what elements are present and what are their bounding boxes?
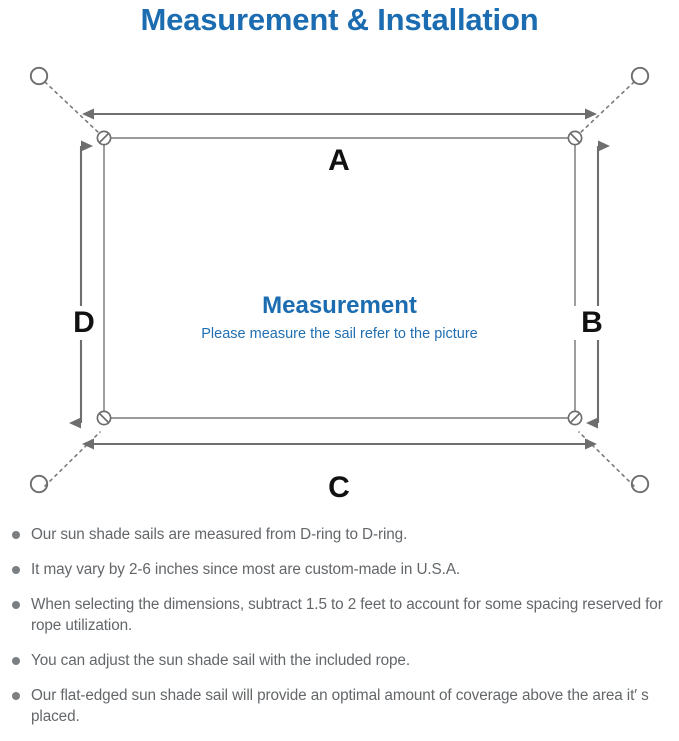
bullet-icon bbox=[12, 566, 20, 574]
list-item: Our sun shade sails are measured from D-… bbox=[0, 524, 679, 545]
bullet-icon bbox=[12, 601, 20, 609]
note-text: Our sun shade sails are measured from D-… bbox=[31, 526, 408, 543]
sail-measurement-diagram: A C D B Measurement Please measure the s… bbox=[0, 48, 679, 518]
notes-list: Our sun shade sails are measured from D-… bbox=[0, 524, 679, 741]
note-text: It may vary by 2-6 inches since most are… bbox=[31, 561, 461, 578]
dimension-label-c: C bbox=[320, 471, 358, 505]
sail-body bbox=[103, 137, 576, 419]
bullet-icon bbox=[12, 657, 20, 665]
anchor-ring-top-right-icon bbox=[630, 66, 650, 86]
anchor-ring-bottom-left-icon bbox=[29, 474, 49, 494]
page-title: Measurement & Installation bbox=[140, 2, 539, 37]
dimension-label-b: B bbox=[574, 306, 610, 340]
list-item: It may vary by 2-6 inches since most are… bbox=[0, 559, 679, 580]
rope-line-bottom-right bbox=[578, 431, 635, 487]
anchor-ring-bottom-right-icon bbox=[630, 474, 650, 494]
note-text: Our flat-edged sun shade sail will provi… bbox=[31, 687, 649, 725]
dimension-label-a: A bbox=[320, 144, 358, 178]
note-text: You can adjust the sun shade sail with t… bbox=[31, 652, 410, 669]
measurement-subheading: Please measure the sail refer to the pic… bbox=[201, 326, 478, 342]
list-item: Our flat-edged sun shade sail will provi… bbox=[0, 685, 679, 727]
bullet-icon bbox=[12, 531, 20, 539]
list-item: You can adjust the sun shade sail with t… bbox=[0, 650, 679, 671]
rope-line-top-right bbox=[578, 81, 635, 135]
dimension-label-d: D bbox=[66, 306, 102, 340]
bullet-icon bbox=[12, 692, 20, 700]
anchor-ring-top-left-icon bbox=[29, 66, 49, 86]
list-item: When selecting the dimensions, subtract … bbox=[0, 594, 679, 636]
note-text: When selecting the dimensions, subtract … bbox=[31, 596, 663, 634]
rope-line-top-left bbox=[44, 81, 101, 135]
rope-line-bottom-left bbox=[44, 431, 101, 487]
measurement-heading: Measurement bbox=[262, 292, 417, 319]
